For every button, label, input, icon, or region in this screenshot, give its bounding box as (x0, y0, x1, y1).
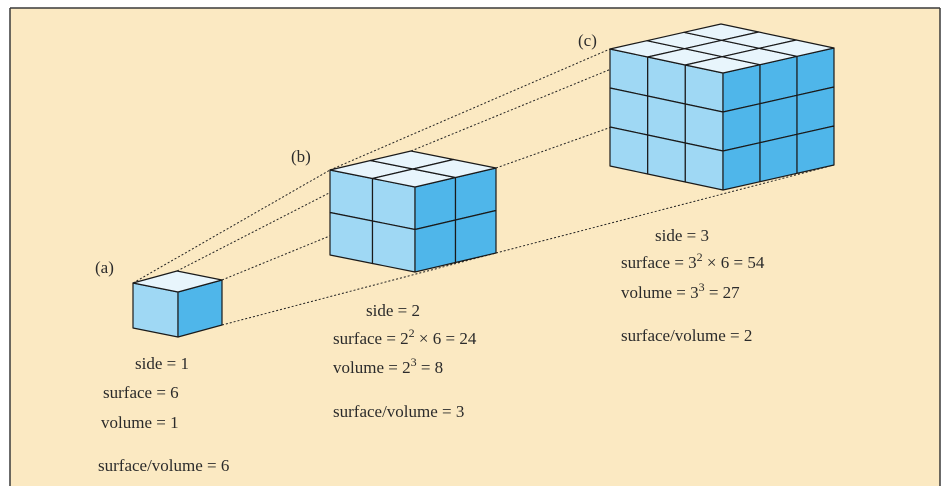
cube-b-right-face-cell (454, 209, 497, 264)
surface-rest-c: × 6 = 54 (703, 253, 765, 272)
surface-label-c: surface = 32 × 6 = 54 (621, 250, 765, 272)
panel-label-a: (a) (95, 258, 114, 277)
projection-line (132, 169, 331, 284)
surface-exp-c: 2 (697, 250, 703, 264)
cube-b-top-face-cell (412, 158, 497, 179)
cube-a-top-face-cell (132, 270, 223, 293)
ratio-label-a: surface/volume = 6 (98, 456, 229, 475)
projection-line (221, 252, 497, 326)
ratio-label-b: surface/volume = 3 (333, 402, 464, 421)
surface-exp-b: 2 (409, 326, 415, 340)
cube-c-right-face-cell (796, 125, 835, 174)
projection-line (329, 48, 611, 171)
cube-c-left-face-cell (647, 134, 686, 183)
surface-base-b: surface = 2 (333, 329, 409, 348)
surface-rest-b: × 6 = 24 (415, 329, 477, 348)
volume-exp-c: 3 (699, 280, 705, 294)
side-label-c: side = 3 (655, 226, 709, 245)
cube-c-left-face-cell (684, 142, 724, 191)
cube-b (329, 150, 497, 273)
volume-label-a: volume = 1 (101, 413, 179, 432)
cube-c-right-face-cell (722, 142, 761, 191)
volume-label-b: volume = 23 = 8 (333, 355, 443, 377)
cube-c (609, 23, 835, 191)
volume-rest-c: = 27 (705, 283, 741, 302)
cube-c-top-face-cell (758, 39, 835, 57)
volume-exp-b: 3 (411, 355, 417, 369)
panel-label-b: (b) (291, 147, 311, 166)
volume-label-c: volume = 33 = 27 (621, 280, 740, 302)
cube-c-right-face-cell (759, 133, 798, 183)
cube-b-left-face-cell (371, 220, 416, 273)
volume-base-c: volume = 3 (621, 283, 699, 302)
cube-a (132, 270, 223, 338)
surface-label-b: surface = 22 × 6 = 24 (333, 326, 477, 348)
cube-c-left-face-cell (609, 126, 649, 175)
surface-label-a: surface = 6 (103, 383, 179, 402)
ratio-label-c: surface/volume = 2 (621, 326, 752, 345)
panel-label-c: (c) (578, 31, 597, 50)
surface-base-c: surface = 3 (621, 253, 697, 272)
side-label-a: side = 1 (135, 354, 189, 373)
cube-b-right-face-cell (414, 219, 457, 273)
volume-rest-b: = 8 (417, 358, 444, 377)
cube-b-left-face-cell (329, 211, 374, 265)
side-label-b: side = 2 (366, 301, 420, 320)
volume-base-b: volume = 2 (333, 358, 411, 377)
